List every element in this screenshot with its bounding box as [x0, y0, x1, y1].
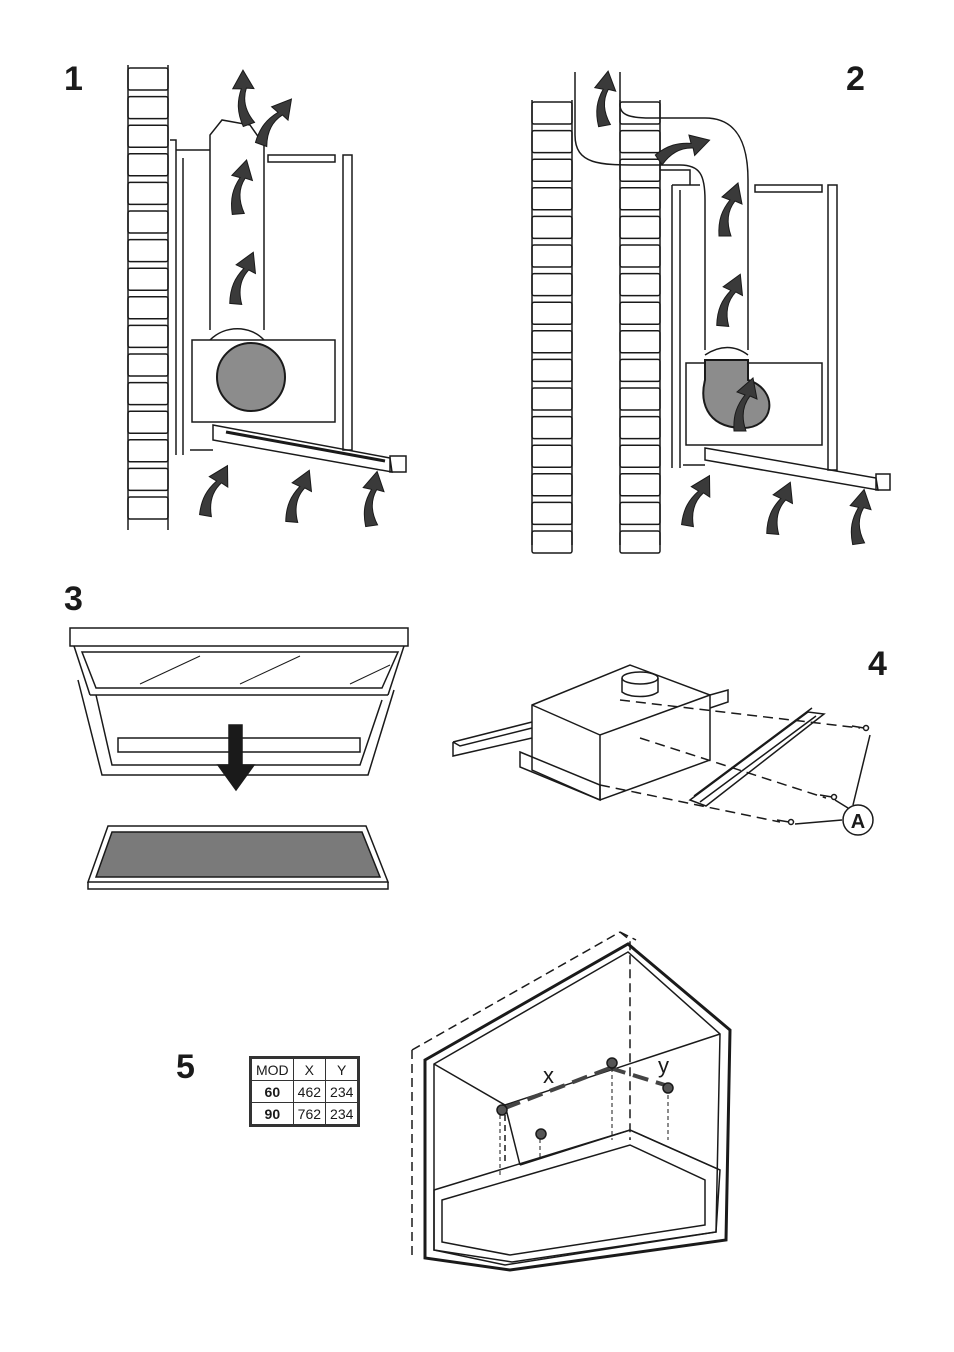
table-header-row: MOD X Y — [251, 1058, 359, 1081]
brick — [128, 182, 168, 204]
brick — [620, 502, 660, 524]
table-cell-y: 234 — [326, 1103, 359, 1126]
brick — [620, 188, 660, 210]
brick — [128, 297, 168, 319]
brick — [532, 245, 572, 267]
remove-arrow — [218, 725, 254, 790]
brick — [532, 102, 572, 124]
brick — [128, 240, 168, 262]
callout-a-label: A — [851, 811, 865, 833]
ceiling-screw-1 — [497, 1105, 507, 1115]
dimension-label-x: x — [543, 1063, 554, 1088]
brick — [620, 102, 660, 124]
cabinet-outline — [425, 944, 730, 1270]
brick — [532, 474, 572, 496]
brick — [128, 154, 168, 176]
brick — [620, 302, 660, 324]
table-cell-x: 462 — [293, 1081, 325, 1103]
brick — [620, 474, 660, 496]
brick — [128, 497, 168, 519]
brick — [620, 531, 660, 553]
screw-1 — [852, 726, 864, 728]
ceiling-screw-3 — [607, 1058, 617, 1068]
brick — [532, 302, 572, 324]
dimension-line-y — [610, 1068, 665, 1085]
brick-wall-right-2 — [620, 102, 660, 553]
brick — [620, 216, 660, 238]
duct-collar — [622, 672, 658, 684]
brick — [128, 383, 168, 405]
brick — [128, 440, 168, 462]
brick — [532, 359, 572, 381]
brick — [620, 445, 660, 467]
brick — [532, 388, 572, 410]
brick — [128, 325, 168, 347]
table-header-mod: MOD — [251, 1058, 294, 1081]
brick — [128, 411, 168, 433]
brick — [620, 159, 660, 181]
glass-panel — [82, 652, 398, 688]
table-row: 60 462 234 — [251, 1081, 359, 1103]
brick — [532, 502, 572, 524]
brick — [532, 417, 572, 439]
table-header-y: Y — [326, 1058, 359, 1081]
brick — [620, 359, 660, 381]
brick — [128, 211, 168, 233]
brick — [532, 531, 572, 553]
brick — [128, 468, 168, 490]
brick — [532, 188, 572, 210]
figure-2-duct-through-wall — [532, 72, 890, 553]
brick — [128, 68, 168, 90]
model-dimension-table: MOD X Y 60 462 234 90 762 234 — [249, 1056, 360, 1127]
brick — [128, 97, 168, 119]
brick — [532, 131, 572, 153]
table-header-x: X — [293, 1058, 325, 1081]
brick — [128, 125, 168, 147]
brick — [620, 417, 660, 439]
brick — [532, 331, 572, 353]
brick — [532, 216, 572, 238]
ceiling-screw-4 — [663, 1083, 673, 1093]
table-cell-mod: 90 — [251, 1103, 294, 1126]
table-cell-x: 762 — [293, 1103, 325, 1126]
brick — [620, 245, 660, 267]
brick-wall-left — [128, 68, 168, 519]
table-cell-mod: 60 — [251, 1081, 294, 1103]
figure-4-bracket-mounting — [453, 665, 873, 835]
blower-fan — [217, 343, 285, 411]
dimension-label-y: y — [658, 1053, 669, 1078]
table-row: 90 762 234 — [251, 1103, 359, 1126]
figure-3-filter-removal — [70, 628, 408, 889]
table-cell-y: 234 — [326, 1081, 359, 1103]
brick — [128, 354, 168, 376]
brick — [532, 274, 572, 296]
brick — [620, 331, 660, 353]
dimension-line-x — [505, 1068, 610, 1108]
screw-2 — [820, 795, 832, 797]
brick — [620, 388, 660, 410]
brick — [620, 131, 660, 153]
brick — [532, 445, 572, 467]
hood-filter — [213, 425, 392, 472]
brick-wall-left-2 — [532, 102, 572, 553]
hood-frame-top — [70, 628, 408, 646]
brick — [532, 159, 572, 181]
hood-body — [532, 665, 710, 800]
brick — [620, 274, 660, 296]
brick — [128, 268, 168, 290]
figure-5-cabinet-install — [412, 932, 730, 1270]
ceiling-screw-2 — [536, 1129, 546, 1139]
